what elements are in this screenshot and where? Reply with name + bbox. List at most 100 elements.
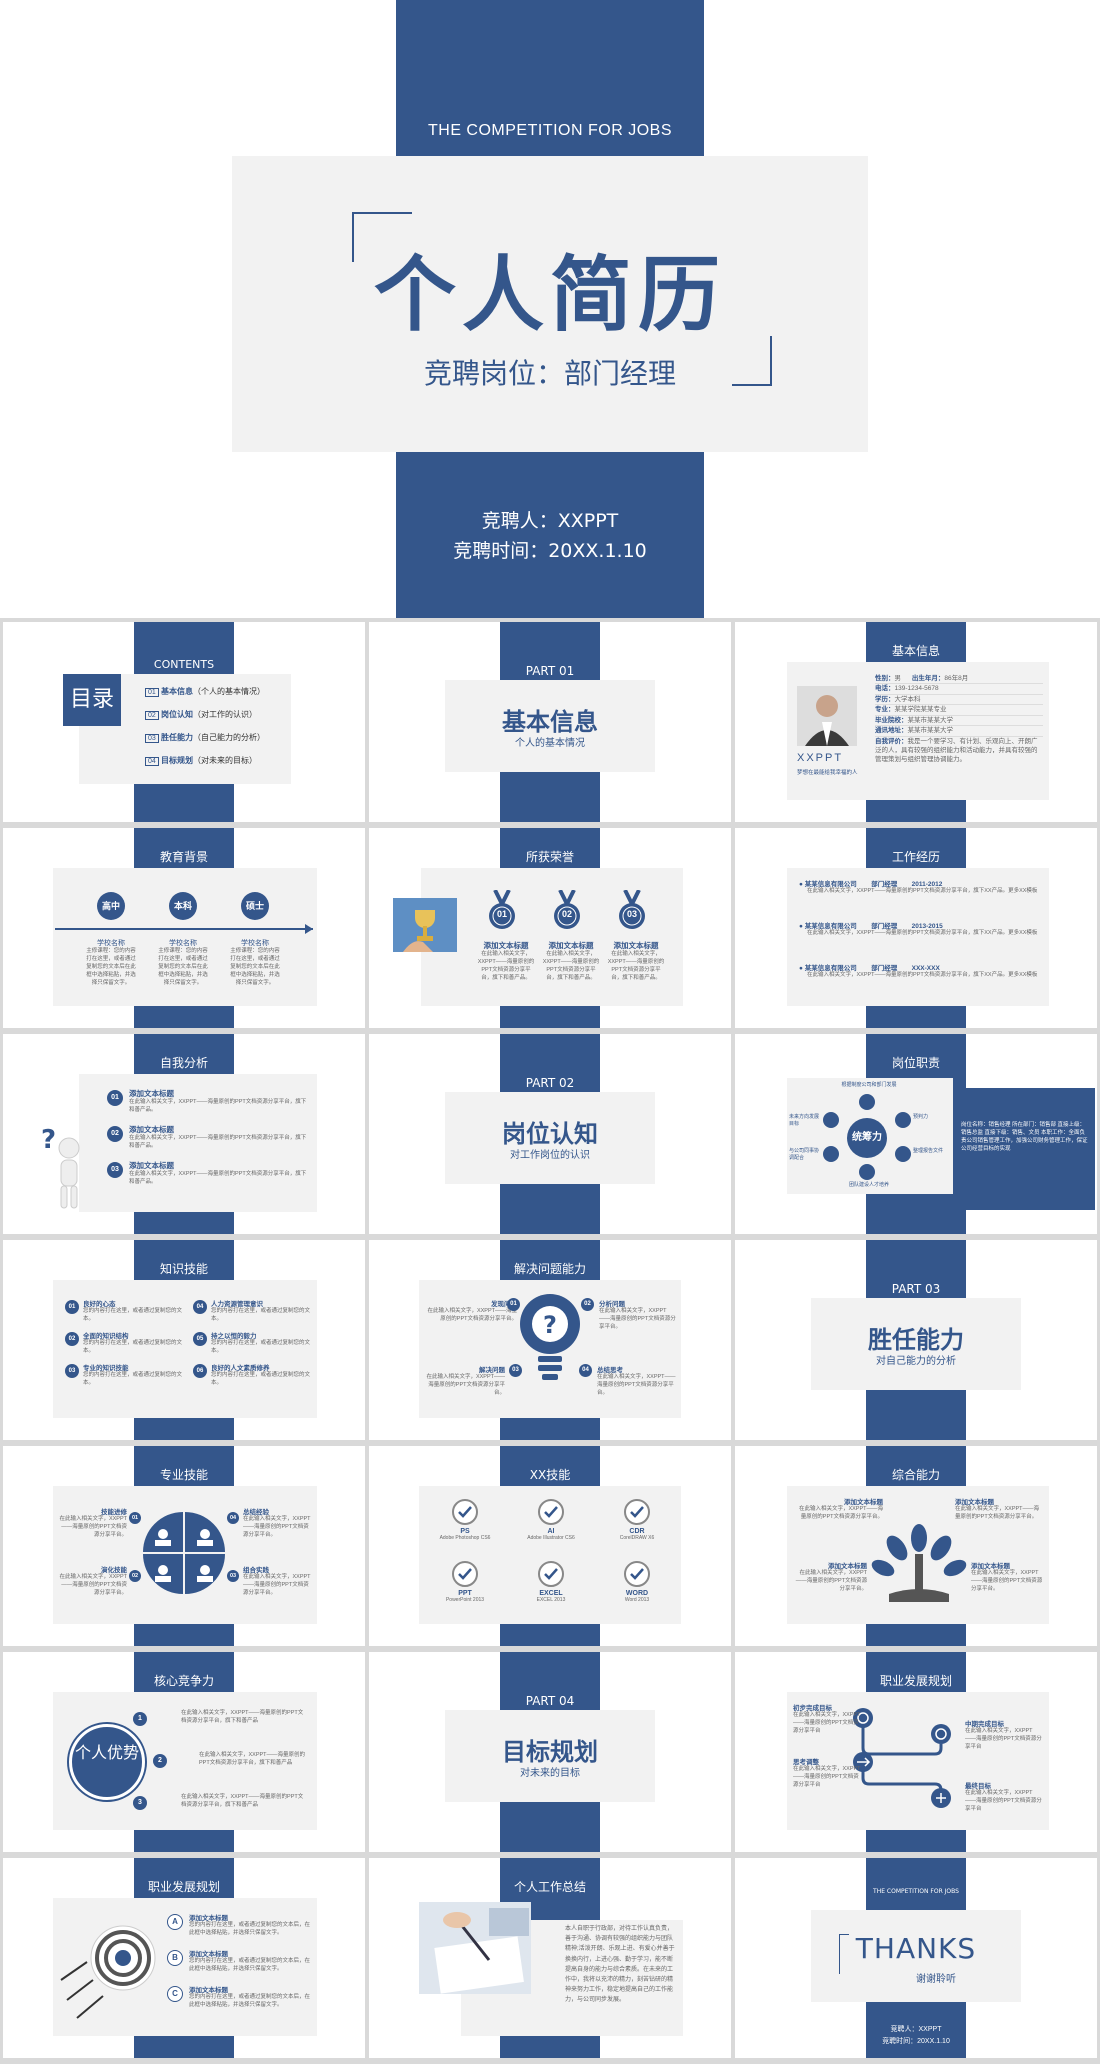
slide-work-experience: 工作经历 ● 某某信息有限公司 部门经理 2011-2012 在此输入相关文字，… [735,828,1097,1028]
medal-text: 在此输入相关文字，XXPPT——海量原创的PPT文档资源分享平台，旗下和善产品。 [542,951,600,981]
career-flow-icon [853,1708,951,1808]
job-entry: ● 某某信息有限公司 部门经理 2013-2015 在此输入相关文字，XXPPT… [799,923,1038,936]
core-text: 在此输入相关文字，XXPPT——海量原创的PPT文档资源分享平台，旗下和善产品 [181,1794,304,1808]
problem-item: 解决问题在此输入相关文字，XXPPT——海量原创的PPT文档资源分享平台。 [426,1367,505,1396]
contents-item[interactable]: 01 基本信息（个人的基本情况） [145,686,295,709]
slide-title: 核心竞争力 [153,1674,214,1688]
ability-item: 添加文本标题在此输入相关文字，XXPPT——海量原创的PPT文档资源分享平台。 [971,1563,1043,1592]
thinking-figure-icon: ? [41,1126,80,1209]
slide-problem-solving: 解决问题能力 ? 发现问题在此输入相关文字，XXPPT——海量原创的PPT文档资… [369,1240,731,1440]
step-badge: 1 [133,1712,147,1726]
slide-title: 自我分析 [159,1056,208,1070]
problem-item: 发现问题在此输入相关文字，XXPPT——海量原创的PPT文档资源分享平台。 [427,1301,517,1322]
skill-name: AI [547,1528,555,1535]
core-text: 在此输入相关文字，XXPPT——海量原创的PPT文档资源分享平台，旗下和善产品 [181,1710,304,1724]
node-label: 预判力 [913,1114,929,1120]
slide-title: 职业发展规划 [147,1880,220,1894]
medal-number: 01 [496,909,507,919]
writing-photo [419,1902,531,1994]
skill-name: CDR [629,1528,645,1535]
slide-honors: 所获荣誉 01 02 03 添加文本标题 在此输入相关文字，XXPPT——海量原… [369,828,731,1028]
svg-text:?: ? [41,1126,56,1155]
cover-slide: THE COMPETITION FOR JOBS 个人简历 竞聘岗位：部门经理 … [0,0,1100,618]
contents-heading: 目录 [63,674,121,726]
slide-part-03: PART 03 胜任能力 对自己能力的分析 [735,1240,1097,1440]
slide-basic-info: 基本信息 XXPPT 梦想在最能给我幸福的人 性别：男 出生年月：86年8月 电… [735,622,1097,822]
slide-work-summary: 个人工作总结 本人自职于行政部，对待工作认真负责，善于沟通、协调有较强的组织能力… [369,1858,731,2058]
info-rows: 性别：男 出生年月：86年8月 电话：139-1234-5678 学历：大学本科… [875,674,1043,765]
part-label: PART 03 [891,1282,941,1296]
skill-version: Word 2013 [624,1597,650,1603]
step-badge: 01 [507,1298,520,1311]
slide-title: 个人工作总结 [513,1880,586,1894]
step-badge: 03 [509,1364,522,1377]
cover-date: 竞聘时间：20XX.1.10 [453,540,647,562]
step-badge: 04 [579,1364,592,1377]
slide-title: 解决问题能力 [513,1262,586,1276]
node-label: 整理报告文件 [913,1148,944,1154]
skill-name: EXCEL [539,1590,563,1597]
thanks-title: THANKS [855,1932,977,1965]
slide-title: 所获荣誉 [525,850,574,864]
job-entry: ● 某某信息有限公司 部门经理 2011-2012 在此输入相关文字，XXPPT… [799,881,1038,894]
step-badge: 3 [133,1796,147,1810]
check-circle-icon [452,1499,478,1525]
part-title: 基本信息 [502,708,598,736]
problem-item: 分析问题在此输入相关文字，XXPPT——海量原创的PPT文档资源分享平台。 [599,1301,676,1330]
skills-quadrant-icon [143,1512,225,1594]
skill-version: PowerPoint 2013 [445,1597,485,1603]
step-badge: 2 [153,1754,167,1768]
skill-version: EXCEL 2013 [536,1597,566,1603]
slide-title: 基本信息 [891,644,940,658]
corner-bracket-top-left [352,212,412,262]
person-motto: 梦想在最能给我幸福的人 [797,770,858,776]
slide-overall-ability: 综合能力 添加文本标题在此输入相关文字，XXPPT——海量原创的PPT文档资源分… [735,1446,1097,1646]
medal-head: 添加文本标题 [483,941,529,950]
part-label: PART 04 [525,1694,575,1708]
slide-part-04: PART 04 目标规划 对未来的目标 [369,1652,731,1852]
step-badge: 02 [129,1570,141,1582]
skill-version: CorelDRAW X6 [619,1535,655,1541]
medal-text: 在此输入相关文字，XXPPT——海量原创的PPT文档资源分享平台，旗下和善产品。 [607,951,665,981]
core-text: 在此输入相关文字，XXPPT——海量原创的PPT文档资源分享平台，旗下和善产品 [199,1752,306,1766]
medal-head: 添加文本标题 [613,941,659,950]
part-label: PART 02 [525,1076,575,1090]
node-label: 团队建设人才培养 [848,1182,889,1188]
skill-name: PPT [458,1590,472,1597]
stage-text: 主修课程：您的内容打在这里，或者通过复制您的文本后在此框中选择粘贴，并选择只保留… [230,948,280,986]
check-circle-icon [624,1499,650,1525]
slide-title: 工作经历 [891,850,940,864]
node-label: 未来方向发展目标 [789,1114,820,1128]
contents-item[interactable]: 04 目标规划（对未来的目标） [145,755,295,778]
part-title: 胜任能力 [868,1326,964,1354]
node-label: 根据制度公司和部门发展 [841,1082,897,1088]
skill-name: PS [460,1528,470,1535]
analysis-item: 03 添加文本标题在此输入相关文字，XXPPT——海量原创的PPT文档资源分享平… [107,1160,307,1196]
medal-icon [619,890,645,929]
step-badge: 03 [227,1570,239,1582]
contents-item[interactable]: 03 胜任能力（自己能力的分析） [145,732,295,755]
problem-item: 总结思考在此输入相关文字，XXPPT——海量原创的PPT文档资源分享平台。 [597,1367,676,1396]
thanks-date: 竞聘时间：20XX.1.10 [882,2038,950,2045]
slide-title: 教育背景 [159,850,208,864]
job-entry: ● 某某信息有限公司 部门经理 XXX-XXX 在此输入相关文字，XXPPT——… [799,965,1038,978]
slide-title: 岗位职责 [891,1056,940,1070]
trophy-photo [393,898,457,952]
contents-item[interactable]: 02 岗位认知（对工作的认识） [145,709,295,732]
node-label: 与公司同事协调配合 [789,1148,820,1162]
slide-title: 专业技能 [159,1468,208,1482]
slide-contents: CONTENTS 目录 01 基本信息（个人的基本情况） 02 岗位认知（对工作… [3,622,365,822]
center-node: 统筹力 [847,1118,887,1158]
